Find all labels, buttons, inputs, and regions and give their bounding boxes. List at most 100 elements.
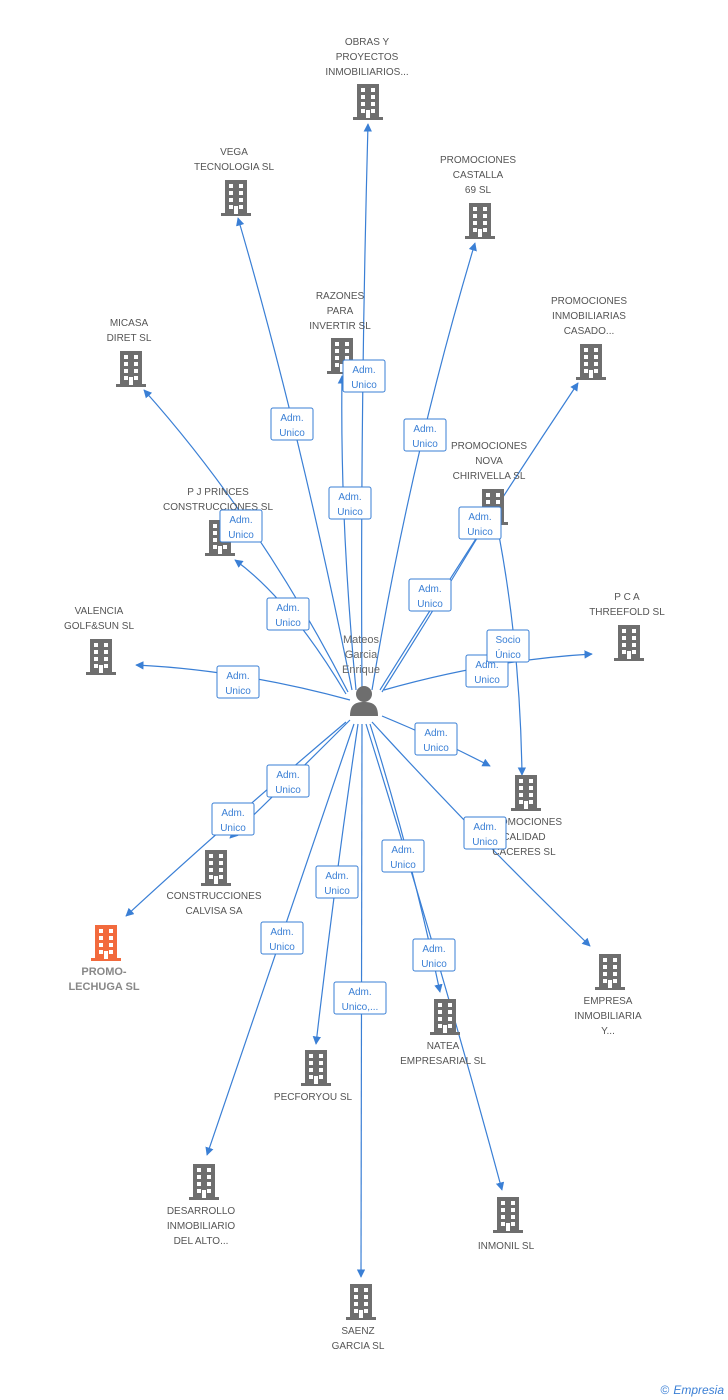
company-label-vega-line-2: TECNOLOGIA SL <box>194 162 274 173</box>
role-badge-pecforyou[interactable]: Adm.Unico <box>315 865 359 899</box>
role-text-line-2: Unico <box>423 743 449 754</box>
building-icon <box>189 1164 219 1200</box>
company-label-lechuga-line-2: LECHUGA SL <box>68 981 139 993</box>
role-badge-razones[interactable]: Adm.Unico <box>328 486 372 520</box>
role-text-line-1: Adm. <box>229 515 252 526</box>
company-label-empresa-line-3: Y... <box>601 1026 615 1037</box>
building-icon <box>353 84 383 120</box>
company-node-pecforyou[interactable]: PECFORYOU SL <box>274 1050 353 1103</box>
company-label-casado-line-3: CASADO... <box>564 326 615 337</box>
role-badge-vega[interactable]: Adm.Unico <box>270 407 314 441</box>
company-label-castalla-line-3: 69 SL <box>465 185 492 196</box>
company-label-valencia-line-2: GOLF&SUN SL <box>64 621 134 632</box>
company-node-princes[interactable]: P J PRINCES CONSTRUCCIONES SL <box>163 487 273 556</box>
company-label-casado-line-2: INMOBILIARIAS <box>552 311 626 322</box>
company-node-lechuga[interactable]: PROMO-LECHUGA SL <box>68 925 140 993</box>
role-text-line-2: Unico <box>474 675 500 686</box>
company-label-calvisa-line-1: CONSTRUCCIONES <box>166 891 261 902</box>
building-icon <box>201 850 231 886</box>
company-node-casado[interactable]: PROMOCIONESINMOBILIARIASCASADO... <box>551 296 627 380</box>
role-badge-calidad[interactable]: Adm. Unico <box>414 722 458 756</box>
company-label-pca-line-2: THREEFOLD SL <box>589 607 665 618</box>
edge-0 <box>361 123 372 691</box>
role-text-line-2: Unico <box>472 837 498 848</box>
role-badge-calvisa[interactable]: Adm.Unico <box>266 764 310 798</box>
building-icon <box>614 625 644 661</box>
role-text-line-1: Adm. <box>424 728 447 739</box>
role-text-line-1: Adm. <box>468 512 491 523</box>
role-text-line-2: Unico,... <box>342 1002 379 1013</box>
role-badge-casado[interactable]: Adm.Unico <box>458 506 502 540</box>
company-node-empresa[interactable]: EMPRESAINMOBILIARIAY... <box>574 954 642 1037</box>
role-text-line-2: Unico <box>269 942 295 953</box>
role-badge-natea[interactable]: Adm. Unico <box>381 839 425 873</box>
company-label-empresa-line-2: INMOBILIARIA <box>574 1011 642 1022</box>
role-badge-saenz[interactable]: Adm. Unico,... <box>333 981 387 1015</box>
building-icon <box>493 1197 523 1233</box>
building-icon <box>221 180 251 216</box>
company-label-desarrollo-line-2: INMOBILIARIO <box>167 1221 236 1232</box>
role-text-line-2: Unico <box>220 823 246 834</box>
company-label-obras-line-2: PROYECTOS <box>336 52 399 63</box>
company-label-micasa-line-1: MICASA <box>110 318 149 329</box>
footer-brand: ©Empresia <box>660 1383 724 1397</box>
role-text-line-2: Unico <box>279 428 305 439</box>
company-label-valencia-line-1: VALENCIA <box>75 606 124 617</box>
company-node-calvisa[interactable]: CONSTRUCCIONES CALVISA SA <box>166 850 262 917</box>
role-text-line-1: Adm. <box>348 987 371 998</box>
role-badge-pca[interactable]: Adm.Unico <box>465 654 509 688</box>
company-node-valencia[interactable]: VALENCIA GOLF&SUN SL <box>64 606 134 675</box>
role-badge-castalla[interactable]: Adm.Unico <box>403 418 447 452</box>
role-badge-inmonil[interactable]: Adm.Unico <box>412 938 456 972</box>
role-badge-micasa[interactable]: Adm.Unico <box>219 509 263 543</box>
edge-2 <box>371 242 477 691</box>
company-node-inmonil[interactable]: INMONIL SL <box>478 1197 535 1252</box>
person-label-line-2: Garcia <box>345 649 378 661</box>
role-badge-nova[interactable]: Adm.Unico <box>408 578 452 612</box>
role-text-line-1: Adm. <box>422 944 445 955</box>
role-text-line-2: Unico <box>417 599 443 610</box>
role-text-line-2: Unico <box>412 439 438 450</box>
company-label-calidad-line-3: CACERES SL <box>492 847 556 858</box>
role-text-line-2: Unico <box>324 886 350 897</box>
company-label-calvisa-line-2: CALVISA SA <box>185 906 242 917</box>
role-badge-valencia[interactable]: Adm.Unico <box>216 665 260 699</box>
role-badge-desarrollo[interactable]: Adm.Unico <box>260 921 304 955</box>
role-text-line-2: Unico <box>390 860 416 871</box>
company-label-desarrollo-line-3: DEL ALTO... <box>174 1236 229 1247</box>
building-icon <box>301 1050 331 1086</box>
company-label-princes-line-2: CONSTRUCCIONES SL <box>163 502 273 513</box>
role-badge-lechuga[interactable]: Adm.Unico <box>211 802 255 836</box>
company-node-obras[interactable]: OBRAS YPROYECTOSINMOBILIARIOS... <box>325 37 409 120</box>
edge-1 <box>236 217 353 691</box>
company-label-inmonil-line-1: INMONIL SL <box>478 1241 535 1252</box>
role-badge-obras[interactable]: Adm. Unico <box>342 359 386 393</box>
company-label-nova-line-1: PROMOCIONES <box>451 441 527 452</box>
company-label-castalla-line-2: CASTALLA <box>453 170 504 181</box>
building-icon <box>116 351 146 387</box>
role-text-line-2: Unico <box>351 380 377 391</box>
role-badge-empresa[interactable]: Adm.Unico <box>463 816 507 850</box>
company-label-natea-line-1: NATEA <box>427 1041 460 1052</box>
role-text-line-1: Adm. <box>391 845 414 856</box>
company-label-princes-line-1: P J PRINCES <box>187 487 249 498</box>
role-badge-princes[interactable]: Adm.Unico <box>266 597 310 631</box>
building-icon <box>595 954 625 990</box>
role-text-line-1: Adm. <box>352 365 375 376</box>
person-icon <box>350 686 378 716</box>
person-node[interactable]: Mateos Garcia Enrique <box>342 634 380 716</box>
company-label-calidad-line-2: CALIDAD <box>502 832 545 843</box>
building-icon <box>430 999 460 1035</box>
